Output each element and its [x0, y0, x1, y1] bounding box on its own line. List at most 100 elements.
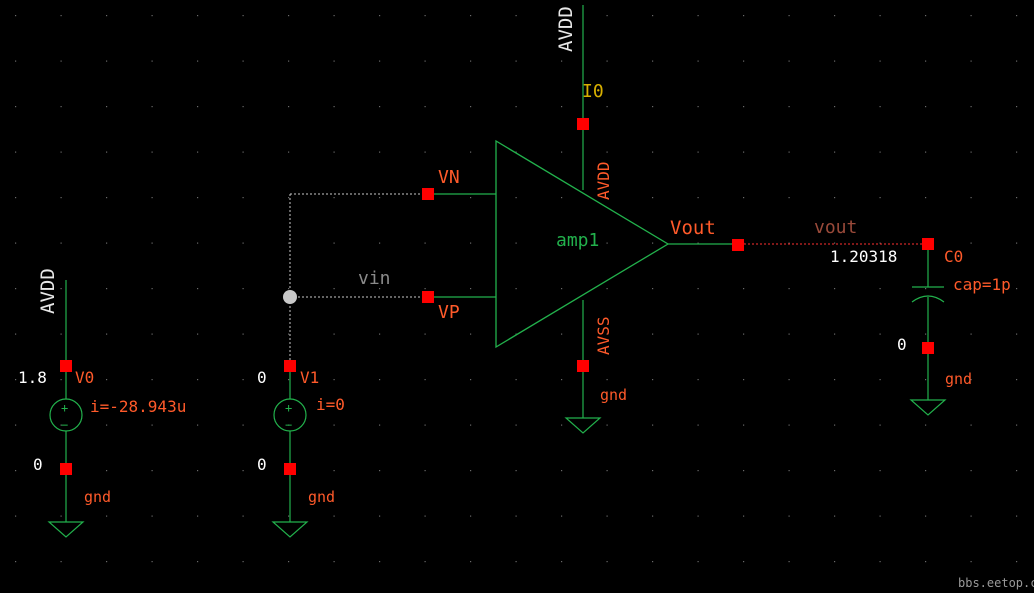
grid-dot [288, 242, 290, 244]
grid-dot [333, 515, 335, 517]
vout-value: 1.20318 [830, 247, 897, 266]
grid-dot [515, 288, 517, 290]
grid-dot [379, 424, 381, 426]
v1-top-pin[interactable] [284, 360, 296, 372]
grid-dot [470, 288, 472, 290]
grid-dot [470, 15, 472, 17]
grid-dot [697, 197, 699, 199]
grid-dot [788, 151, 790, 153]
avss-pin[interactable] [577, 360, 589, 372]
grid-dot [379, 197, 381, 199]
grid-dot [652, 288, 654, 290]
grid-dot [60, 561, 62, 563]
grid-dot [879, 151, 881, 153]
v1-current: i=0 [316, 395, 345, 414]
grid-dot [242, 151, 244, 153]
grid-dot [879, 379, 881, 381]
grid-dot [743, 151, 745, 153]
grid-dot [925, 561, 927, 563]
grid-dot [652, 242, 654, 244]
v0-label: V0 [75, 368, 94, 387]
grid-dot [879, 333, 881, 335]
grid-dot [379, 470, 381, 472]
vin-junction[interactable] [283, 290, 297, 304]
grid-dot [288, 197, 290, 199]
amp-gnd-label: gnd [600, 386, 627, 404]
grid-dot [834, 197, 836, 199]
grid-dot [106, 242, 108, 244]
grid-dot [151, 60, 153, 62]
grid-dot [925, 106, 927, 108]
grid-dot [151, 106, 153, 108]
grid-dot [652, 515, 654, 517]
grid-dot [197, 242, 199, 244]
grid-dot [788, 379, 790, 381]
grid-dot [515, 242, 517, 244]
grid-dot [697, 561, 699, 563]
current-source-i0[interactable]: AVDD I0 [555, 5, 604, 190]
grid-dot [15, 470, 17, 472]
grid-dot [60, 15, 62, 17]
c0-bottom-pin[interactable] [922, 342, 934, 354]
grid-dot [743, 424, 745, 426]
grid-dot [197, 151, 199, 153]
grid-dot [970, 515, 972, 517]
grid-dot [197, 15, 199, 17]
grid-dot [743, 288, 745, 290]
grid-dot [470, 424, 472, 426]
grid-dot [697, 242, 699, 244]
grid-dot [288, 333, 290, 335]
grid-dot [333, 561, 335, 563]
opamp-amp1[interactable]: amp1 AVDD AVSS VN VP Vout gnd [422, 139, 744, 434]
vout-pin[interactable] [732, 239, 744, 251]
vout-net[interactable]: vout 1.20318 [744, 217, 922, 266]
grid-dot [879, 470, 881, 472]
grid-dot [470, 515, 472, 517]
grid-dot [925, 515, 927, 517]
opamp-icon [495, 139, 670, 349]
i0-pin[interactable] [577, 118, 589, 130]
v0-bottom-voltage: 0 [33, 455, 43, 474]
vp-pin[interactable] [422, 291, 434, 303]
grid-dot [788, 15, 790, 17]
grid-dot [834, 242, 836, 244]
grid-dot [106, 106, 108, 108]
v1-label: V1 [300, 368, 319, 387]
grid-dot [151, 151, 153, 153]
grid-dot [1016, 333, 1018, 335]
grid-dot [470, 379, 472, 381]
grid-dot [834, 379, 836, 381]
grid-dot [333, 470, 335, 472]
grid-dot [379, 106, 381, 108]
avdd-top-label: AVDD [555, 6, 577, 52]
v0-top-pin[interactable] [60, 360, 72, 372]
grid-dot [1016, 197, 1018, 199]
grid-dot [697, 288, 699, 290]
grid-dot [561, 515, 563, 517]
capacitor-c0[interactable]: C0 cap=1p 0 gnd [897, 238, 1011, 416]
grid-dot [515, 561, 517, 563]
grid-dot [151, 470, 153, 472]
grid-dot [788, 106, 790, 108]
watermark: bbs.eetop.cn [958, 576, 1034, 590]
grid-dot [970, 151, 972, 153]
grid-dot [561, 379, 563, 381]
grid-dot [242, 15, 244, 17]
v1-gnd-label: gnd [308, 488, 335, 506]
grid-dot [879, 515, 881, 517]
grid-dot [242, 197, 244, 199]
grid-dot [925, 424, 927, 426]
grid-dot [1016, 60, 1018, 62]
grid-dot [606, 151, 608, 153]
v1-bottom-pin[interactable] [284, 463, 296, 475]
vn-pin[interactable] [422, 188, 434, 200]
grid-dot [15, 60, 17, 62]
v0-bottom-pin[interactable] [60, 463, 72, 475]
voltage-source-v1[interactable]: 0 V1 i=0 + − 0 gnd [257, 360, 345, 538]
grid-dot [970, 242, 972, 244]
c0-top-pin[interactable] [922, 238, 934, 250]
grid-dot [697, 333, 699, 335]
vin-net[interactable]: vin [283, 193, 422, 360]
voltage-source-v0[interactable]: AVDD 1.8 V0 i=-28.943u + − 0 gnd [18, 268, 186, 538]
